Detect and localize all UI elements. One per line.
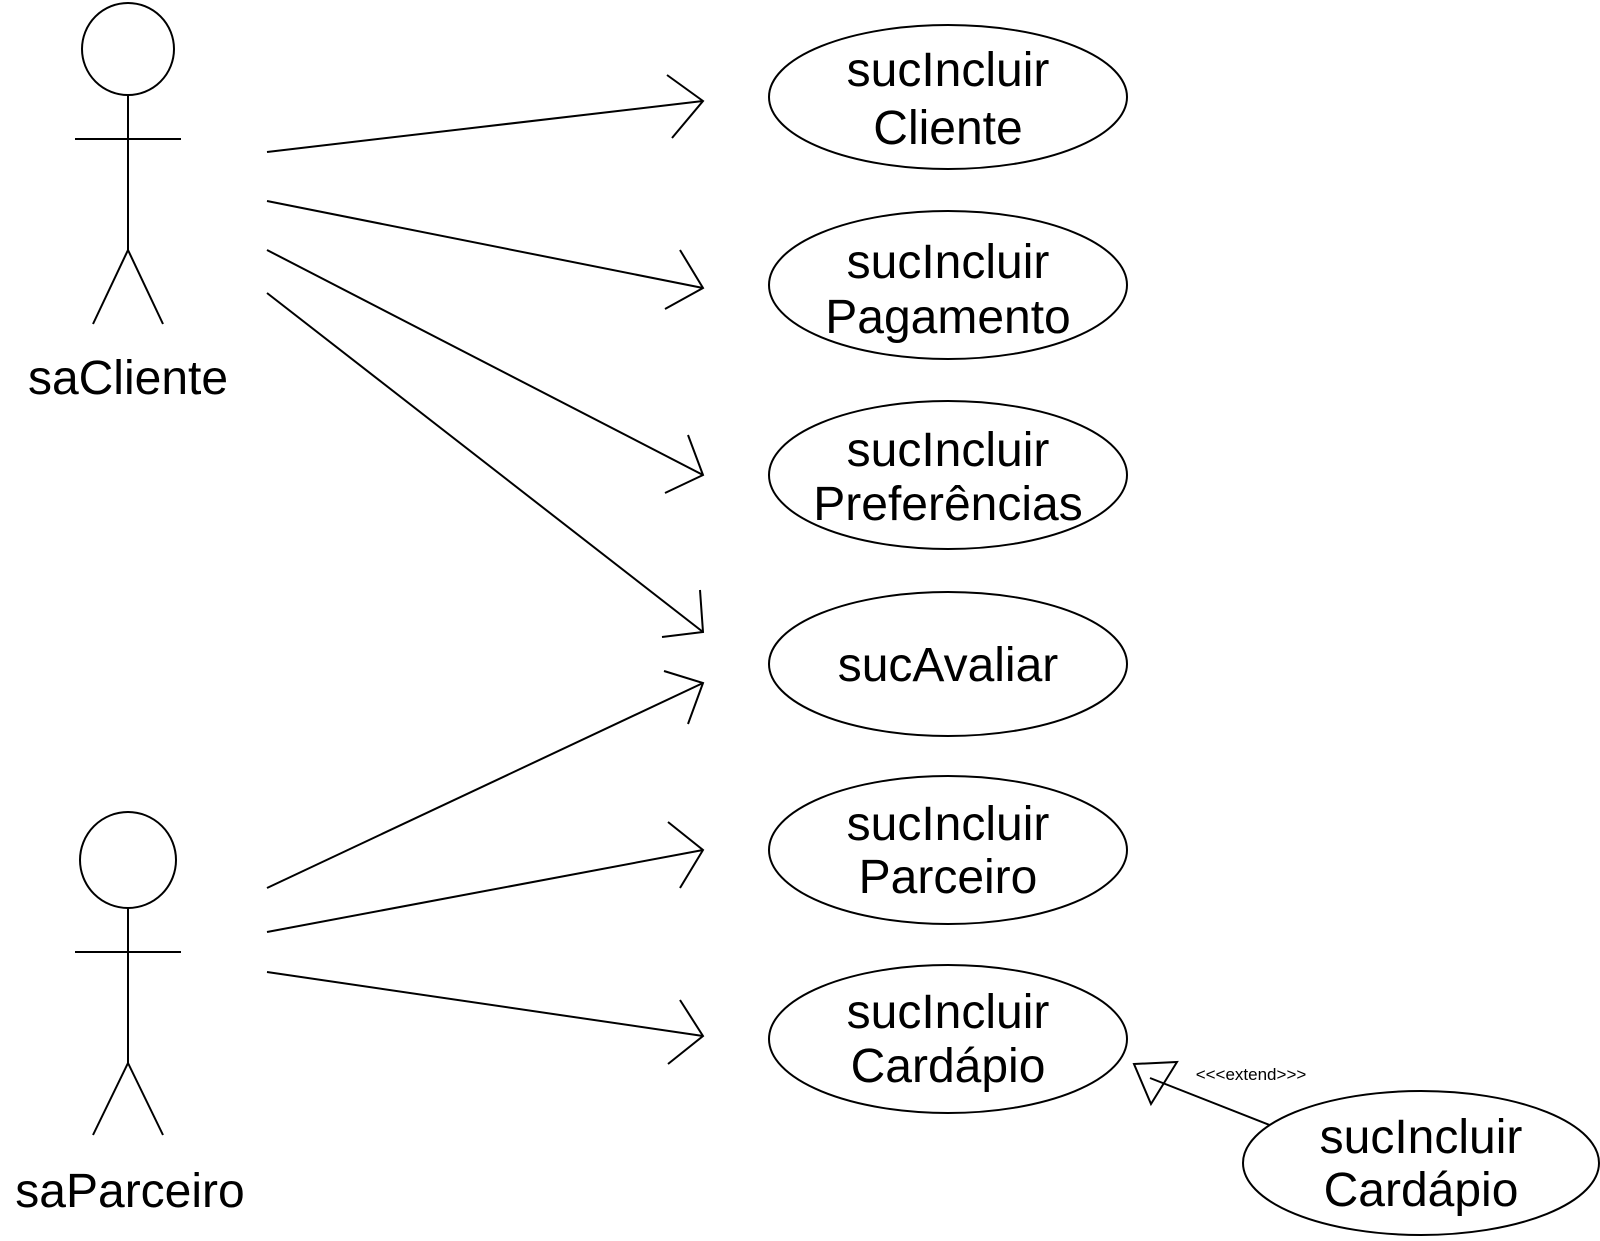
use-case-incluir-cardapio-ext: sucIncluir Cardápio: [1242, 1090, 1600, 1236]
association-cliente-incluir-preferencias: [266, 249, 705, 494]
use-case-incluir-cardapio-ext-line2: Cardápio: [1324, 1164, 1519, 1217]
actor-parceiro: saParceiro: [15, 811, 245, 1218]
use-case-incluir-parceiro-line2: Parceiro: [859, 851, 1038, 904]
association-parceiro-incluir-parceiro: [266, 821, 705, 933]
use-case-incluir-preferencias: sucIncluir Preferências: [768, 400, 1128, 550]
association-cliente-incluir-cliente: [266, 74, 705, 153]
extend-line: [1149, 1077, 1273, 1127]
association-parceiro-incluir-cardapio: [266, 971, 705, 1065]
actor-parceiro-head: [79, 811, 177, 909]
use-case-incluir-pagamento-line1: sucIncluir: [847, 236, 1050, 289]
actor-cliente: saCliente: [28, 2, 228, 405]
extend-label: <<<extend>>>: [1196, 1065, 1307, 1084]
association-cliente-avaliar: [266, 292, 705, 638]
use-case-incluir-pagamento-line2: Pagamento: [825, 291, 1071, 344]
actor-cliente-head: [81, 2, 175, 96]
association-cliente-incluir-pagamento: [266, 200, 705, 310]
use-case-incluir-cardapio-line1: sucIncluir: [847, 986, 1050, 1039]
use-case-incluir-preferencias-line2: Preferências: [813, 478, 1082, 531]
actor-parceiro-name: saParceiro: [15, 1165, 244, 1218]
use-case-incluir-cliente-line2: Cliente: [873, 102, 1022, 155]
use-case-incluir-pagamento: sucIncluir Pagamento: [768, 210, 1128, 360]
use-case-incluir-cardapio: sucIncluir Cardápio: [768, 964, 1128, 1114]
use-case-incluir-cliente: sucIncluir Cliente: [768, 24, 1128, 170]
actor-cliente-left-leg: [92, 249, 129, 325]
association-parceiro-avaliar: [266, 670, 705, 889]
actor-parceiro-left-leg: [92, 1062, 129, 1136]
use-case-avaliar: sucAvaliar: [768, 591, 1128, 737]
use-case-incluir-cardapio-line2: Cardápio: [851, 1040, 1046, 1093]
extend-relationship: <<<extend>>>: [1132, 1060, 1307, 1127]
use-case-incluir-cliente-line1: sucIncluir: [847, 44, 1050, 97]
actor-cliente-name: saCliente: [28, 352, 228, 405]
actor-parceiro-right-leg: [127, 1062, 164, 1136]
actor-cliente-right-leg: [127, 249, 164, 325]
use-case-avaliar-line1: sucAvaliar: [838, 639, 1059, 692]
extend-arrowhead: [1132, 1060, 1179, 1107]
use-case-incluir-preferencias-line1: sucIncluir: [847, 424, 1050, 477]
associations: [266, 74, 705, 1065]
use-case-incluir-parceiro: sucIncluir Parceiro: [768, 775, 1128, 925]
use-case-incluir-cardapio-ext-line1: sucIncluir: [1320, 1111, 1523, 1164]
use-case-incluir-parceiro-line1: sucIncluir: [847, 798, 1050, 851]
